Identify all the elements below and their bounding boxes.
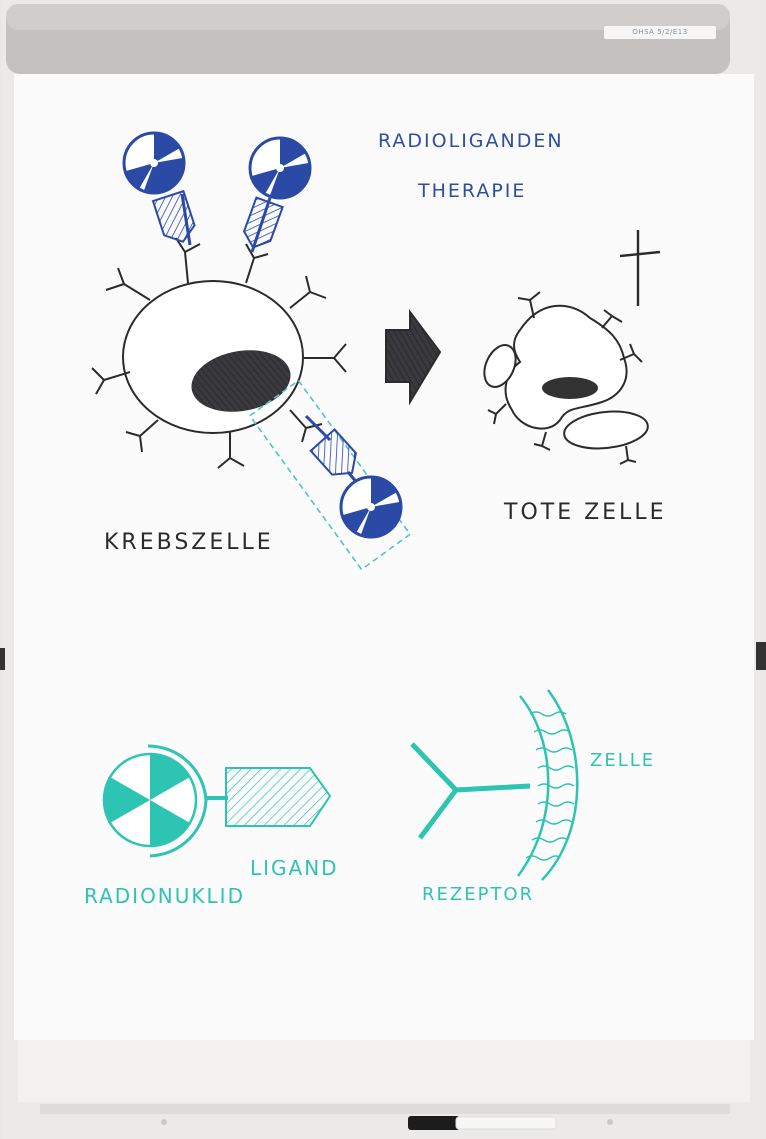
- label-radionuclide: RADIONUKLID: [84, 884, 245, 908]
- clip-left: [0, 648, 5, 670]
- screw-left: [161, 1119, 167, 1125]
- board-lower-panel: [18, 1040, 750, 1102]
- title-line-1: RADIOLIGANDEN: [378, 130, 564, 152]
- clamp-label: OHSA 5/2/E13: [604, 26, 716, 39]
- radionuclide-icon: [104, 754, 196, 846]
- screw-right: [607, 1119, 613, 1125]
- clip-right: [756, 642, 766, 670]
- marker-body: [456, 1117, 556, 1129]
- label-receptor: REZEPTOR: [422, 884, 534, 905]
- title-line-2: THERAPIE: [418, 180, 526, 202]
- marker-tray: [40, 1104, 730, 1114]
- label-cancer-cell: KREBSZELLE: [104, 530, 274, 555]
- label-dead-cell: TOTE ZELLE: [504, 500, 666, 525]
- marker-pen: [408, 1116, 460, 1130]
- label-cell: ZELLE: [590, 750, 655, 771]
- label-ligand: LIGAND: [250, 856, 339, 880]
- ligand-icon: [226, 768, 330, 826]
